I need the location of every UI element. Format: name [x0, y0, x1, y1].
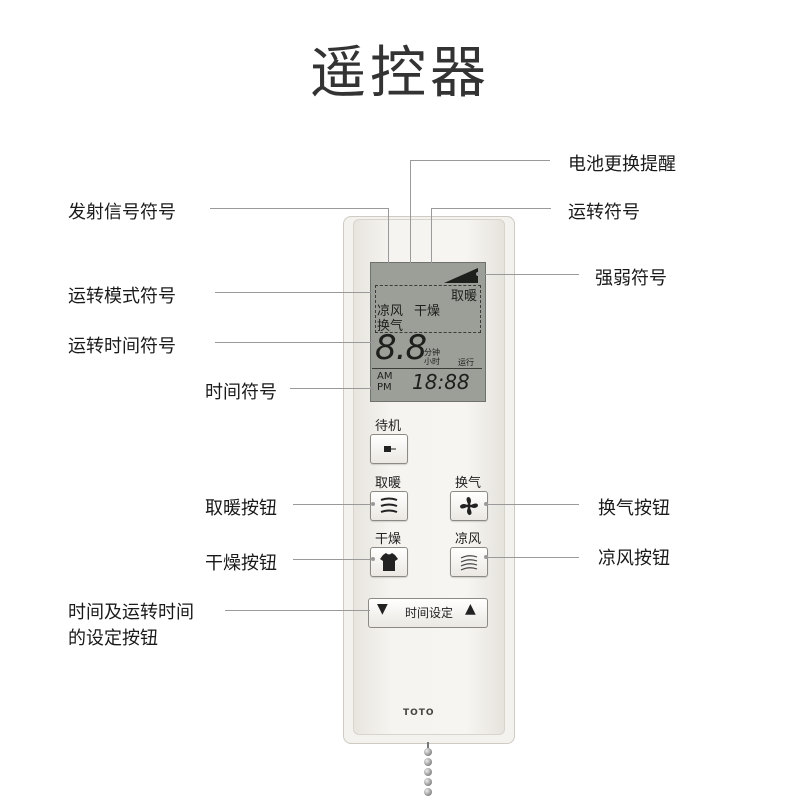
standby-button[interactable] — [370, 434, 408, 464]
label-time-setting-line2: 的设定按钮 — [68, 628, 158, 649]
time-down-arrow[interactable]: ▼ — [377, 601, 388, 617]
callout-line — [293, 504, 373, 505]
lcd-vent: 换气 — [377, 319, 404, 334]
chain-bead — [424, 768, 432, 776]
callout-dot — [476, 272, 480, 276]
chain-bead — [424, 778, 432, 786]
lcd-unit-hour: 小时 — [424, 357, 440, 366]
chain-link — [427, 742, 429, 748]
vent-button[interactable] — [450, 491, 488, 521]
label-time-symbol: 时间符号 — [205, 382, 277, 403]
time-up-arrow[interactable]: ▲ — [465, 601, 476, 617]
callout-dot — [484, 555, 488, 559]
label-mode-symbol: 运转模式符号 — [68, 286, 176, 307]
callout-dot — [370, 386, 374, 390]
label-vent-button: 换气按钮 — [598, 498, 670, 519]
vent-caption: 换气 — [454, 476, 481, 491]
callout-line — [388, 208, 389, 266]
label-dry-button: 干燥按钮 — [205, 553, 277, 574]
callout-line — [410, 160, 411, 266]
callout-dot — [371, 557, 375, 561]
label-run-time-symbol: 运转时间符号 — [68, 336, 176, 357]
callout-dot — [371, 340, 375, 344]
cool-waves-icon — [460, 555, 478, 571]
lcd-unit-minute: 分钟 — [424, 348, 440, 357]
mode-symbol-area — [375, 285, 481, 333]
heat-button[interactable] — [370, 491, 408, 521]
callout-line — [431, 208, 551, 209]
callout-line — [290, 388, 372, 389]
shirt-icon — [380, 553, 398, 571]
callout-line — [431, 208, 432, 266]
callout-line — [487, 557, 579, 558]
callout-line — [215, 292, 375, 293]
label-operation-symbol: 运转符号 — [568, 202, 640, 223]
lcd-am: AM — [377, 371, 393, 382]
lcd-running: 运行 — [458, 358, 474, 367]
callout-dot — [371, 502, 375, 506]
dry-button[interactable] — [370, 547, 408, 577]
callout-line — [410, 160, 550, 161]
callout-line — [225, 610, 370, 611]
cool-button[interactable] — [450, 547, 488, 577]
callout-line — [210, 208, 388, 209]
callout-line — [487, 504, 579, 505]
strength-bars-icon — [444, 268, 478, 283]
standby-icon — [384, 446, 396, 452]
dry-caption: 干燥 — [374, 532, 401, 547]
lcd-dry: 干燥 — [414, 304, 441, 319]
label-heat-button: 取暖按钮 — [205, 498, 277, 519]
page-title: 遥控器 — [310, 41, 490, 106]
label-strength-symbol: 强弱符号 — [595, 268, 667, 289]
label-time-setting-line1: 时间及运转时间 — [68, 602, 194, 623]
fan-blade-icon — [460, 497, 478, 515]
callout-line — [215, 342, 373, 343]
label-cool-button: 凉风按钮 — [598, 548, 670, 569]
time-setting-label: 时间设定 — [405, 606, 454, 620]
callout-line — [479, 274, 579, 275]
chain-bead — [424, 758, 432, 766]
lcd-run-time-digits: 8.8 — [375, 328, 427, 368]
callout-dot — [484, 502, 488, 506]
lcd-heat: 取暖 — [451, 289, 478, 304]
label-battery-reminder: 电池更换提醒 — [568, 154, 676, 175]
brand-logo: TOTO — [403, 708, 435, 718]
cool-caption: 凉风 — [454, 532, 481, 547]
lcd-clock: 18:88 — [412, 370, 470, 394]
lcd-divider — [372, 368, 482, 369]
label-signal-symbol: 发射信号符号 — [68, 202, 176, 223]
lcd-pm: PM — [377, 382, 392, 393]
callout-line — [293, 559, 373, 560]
heat-waves-icon — [380, 497, 398, 513]
heat-caption: 取暖 — [374, 476, 401, 491]
chain-bead — [424, 748, 432, 756]
standby-caption: 待机 — [374, 419, 401, 434]
time-setting-button[interactable] — [368, 598, 488, 628]
chain-bead — [424, 788, 432, 796]
lcd-cool: 凉风 — [377, 304, 404, 319]
